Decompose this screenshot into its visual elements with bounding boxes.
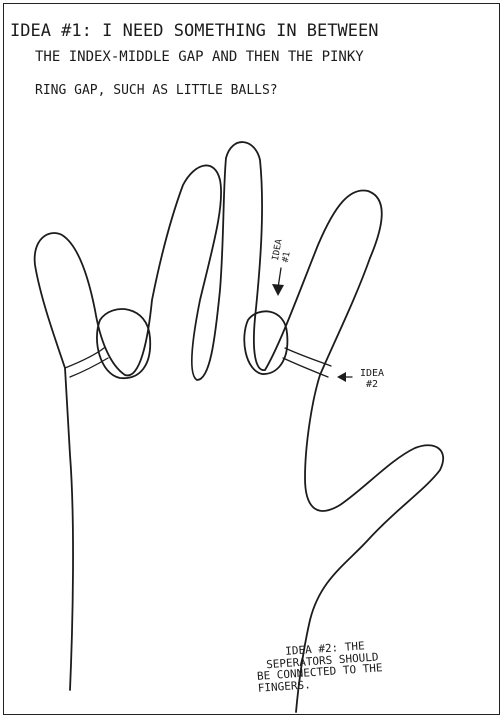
ring-pinky-bottom bbox=[283, 358, 328, 377]
ring-index-bottom bbox=[70, 358, 108, 377]
hand-outline bbox=[35, 142, 444, 712]
idea-2-label: IDEA #2 bbox=[360, 368, 384, 390]
idea-2-label-line-1: IDEA bbox=[360, 368, 384, 379]
arrow-idea-1 bbox=[272, 268, 284, 296]
header-note-line-1: IDEA #1: I NEED SOMETHING IN BETWEEN bbox=[10, 22, 378, 41]
ball-ring-pinky bbox=[244, 311, 287, 374]
footer-note: IDEA #2: THE SEPERATORS SHOULD BE CONNEC… bbox=[255, 639, 384, 694]
ball-index-middle bbox=[97, 309, 150, 378]
header-note-line-3: RING GAP, SUCH AS LITTLE BALLS? bbox=[35, 84, 278, 98]
idea-1-label: IDEA #1 bbox=[272, 239, 295, 264]
arrow-idea-2 bbox=[337, 372, 352, 382]
idea-2-label-line-2: #2 bbox=[360, 379, 384, 390]
header-note-line-2: THE INDEX-MIDDLE GAP AND THEN THE PINKY bbox=[35, 50, 364, 65]
ring-pinky-top bbox=[285, 348, 331, 366]
